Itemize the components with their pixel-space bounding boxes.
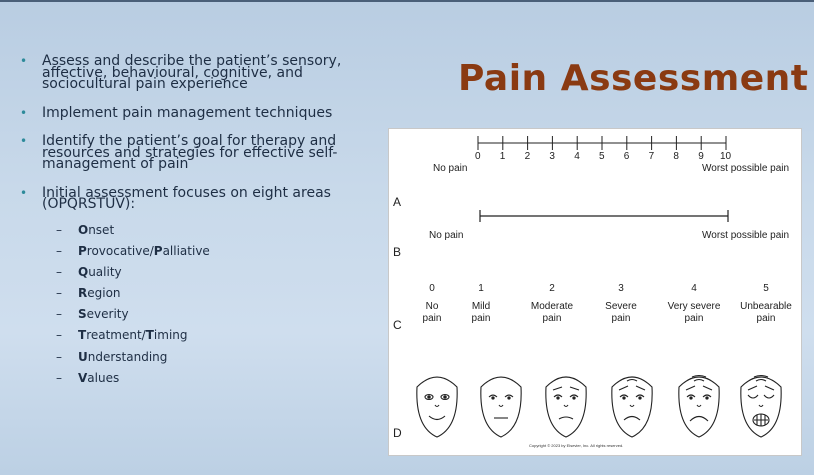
scale-c-number: 5 [763, 283, 769, 294]
scale-c-number: 4 [691, 283, 697, 294]
bullet-item: •Identify the patient’s goal for therapy… [20, 133, 338, 172]
dash-marker: – [56, 307, 62, 322]
scale-a-tick-label: 2 [524, 151, 531, 162]
top-border [0, 0, 814, 2]
panel-letter-b: B [393, 245, 402, 259]
dash-marker: – [56, 243, 62, 258]
dash-marker: – [56, 222, 62, 237]
bullet-icon: • [20, 54, 28, 68]
scale-a-tick-label: 9 [698, 151, 704, 162]
scale-c-number: 0 [429, 283, 435, 294]
opqrstuv-item: – Provocative/Palliative [42, 244, 360, 258]
bullet-item: •Assess and describe the patient’s senso… [20, 53, 342, 92]
mnemonic-letter: T [145, 328, 154, 343]
dash-marker: – [56, 349, 62, 364]
face-moderate-pain-icon [545, 376, 587, 438]
scale-c-number: 2 [549, 283, 555, 294]
face-very-severe-pain-icon [678, 374, 720, 438]
mnemonic-letter: U [78, 349, 88, 364]
scale-a-tick-label: 3 [549, 151, 555, 162]
mnemonic-text: everity [86, 307, 129, 322]
scale-a-tick-label: 0 [475, 151, 481, 162]
dash-marker: – [56, 264, 62, 279]
scale-a-tick-label: 4 [574, 151, 580, 162]
bullet-icon: • [20, 185, 28, 200]
scale-a-tick-label: 8 [673, 151, 679, 162]
scale-a-tick-label: 7 [648, 151, 655, 162]
panel-letter-c: C [393, 318, 402, 332]
opqrstuv-item: – Treatment/Timing [42, 328, 360, 342]
opqrstuv-item: – Severity [42, 307, 360, 321]
scale-c-item: 0 No pain [392, 283, 472, 325]
mnemonic-text: alliative [162, 243, 210, 258]
opqrstuv-list: – Onset – Provocative/Palliative – Quality – Re… [42, 223, 360, 385]
scale-c-descriptor: Severe pain [605, 301, 637, 324]
mnemonic-text: uality [88, 264, 122, 279]
scale-c-descriptor: Moderate pain [530, 301, 574, 324]
scale-a-tick-label: 6 [623, 151, 630, 162]
panel-letter-d: D [393, 426, 402, 440]
panel-letter-a: A [393, 195, 402, 209]
scale-a-tick-label: 5 [599, 151, 605, 162]
mnemonic-letter: P [153, 243, 163, 258]
mnemonic-letter: R [78, 286, 88, 301]
scale-a-tick-label: 10 [720, 151, 732, 162]
mnemonic-letter: S [78, 307, 87, 322]
mnemonic-text: nset [88, 222, 115, 237]
mnemonic-text: alues [87, 370, 120, 385]
mnemonic-text: nderstanding [87, 349, 168, 364]
bullet-item: •Initial assessment focuses on eight are… [20, 185, 360, 385]
opqrstuv-item: – Values [42, 371, 360, 385]
scale-a-tick-label: 1 [499, 151, 506, 162]
opqrstuv-item: – Region [42, 286, 360, 300]
opqrstuv-item: – Understanding [42, 350, 360, 364]
face-mild-pain-icon [480, 376, 522, 438]
dash-marker: – [56, 328, 62, 343]
mnemonic-text: rovocative/ [86, 243, 154, 258]
copyright-note: Copyright © 2023 by Elsevier, Inc. All r… [529, 443, 624, 448]
pain-scales-graphic [416, 136, 782, 438]
mnemonic-letter: V [78, 370, 88, 385]
mnemonic-text: egion [87, 286, 121, 301]
bullet-icon: • [20, 134, 28, 148]
face-no-pain-icon [416, 376, 458, 438]
slide-title: Pain Assessment [458, 58, 809, 99]
bullet-list: •Assess and describe the patient’s senso… [20, 53, 360, 392]
scale-c-descriptor: Very severe pain [667, 301, 721, 324]
scale-c-descriptor: Unbearable pain [740, 301, 792, 324]
face-unbearable-pain-icon [740, 374, 782, 438]
scale-c-descriptor: Mild pain [471, 301, 491, 324]
scale-c-number: 3 [618, 283, 624, 294]
opqrstuv-item: – Onset [42, 223, 360, 237]
mnemonic-text: iming [153, 328, 188, 343]
scale-b-left-label: No pain [429, 230, 464, 241]
mnemonic-letter: Q [78, 264, 89, 279]
face-severe-pain-icon [611, 376, 653, 438]
opqrstuv-item: – Quality [42, 265, 360, 279]
scale-b-right-label: Worst possible pain [702, 230, 790, 241]
scale-a-right-label: Worst possible pain [702, 163, 790, 174]
scale-a-left-label: No pain [433, 163, 468, 174]
mnemonic-letter: O [78, 222, 89, 237]
mnemonic-text: reatment/ [86, 328, 146, 343]
mnemonic-letter: T [78, 328, 87, 343]
scale-c-number: 1 [478, 283, 484, 294]
dash-marker: – [56, 370, 62, 385]
mnemonic-letter: P [78, 243, 87, 258]
bullet-item: •Implement pain management techniques [20, 104, 333, 121]
dash-marker: – [56, 286, 62, 301]
scale-c-descriptor: No pain [422, 301, 442, 324]
bullet-icon: • [20, 105, 28, 120]
